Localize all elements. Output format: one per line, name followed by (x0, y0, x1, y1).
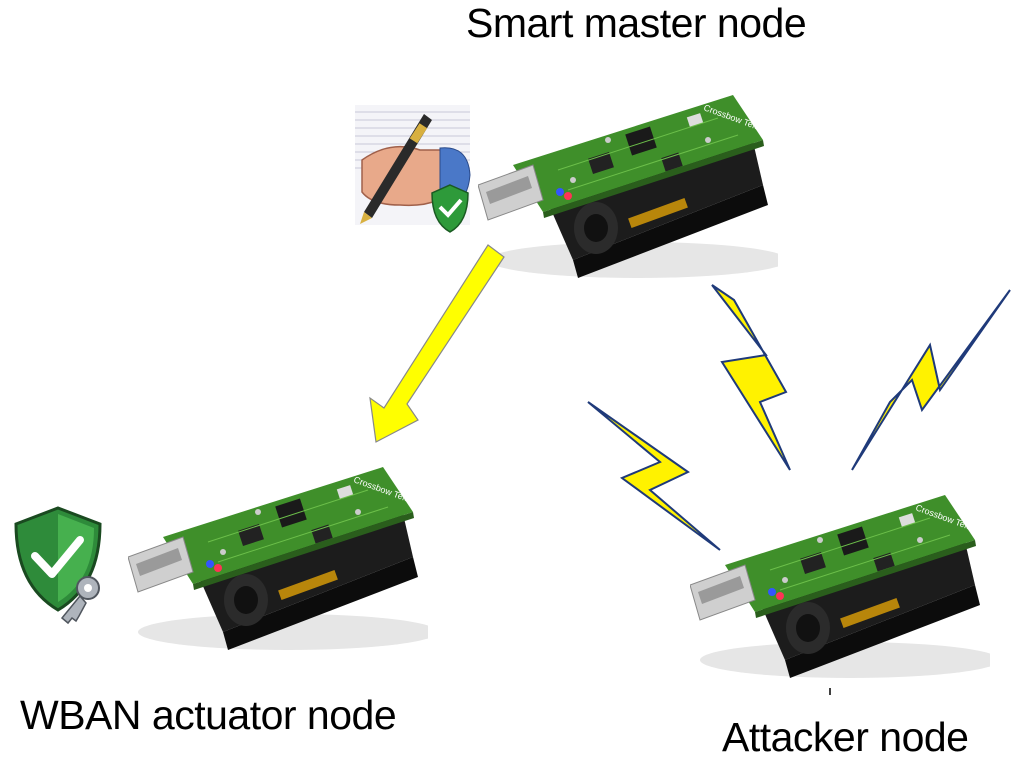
attacker-node-board: Crossbow Telos (690, 494, 990, 679)
actuator-node-label: WBAN actuator node (20, 692, 397, 738)
signature-pen-shield-icon (355, 105, 471, 233)
lightning-bolt-icon (851, 289, 1011, 471)
shield-key-icon (14, 506, 102, 625)
master-node-label: Smart master node (466, 0, 807, 46)
master-node-board: Crossbow Telos (478, 94, 778, 279)
attacker-node-label: Attacker node (722, 714, 969, 760)
actuator-node-board: Crossbow Telos (128, 466, 428, 651)
lightning-bolt-icon (587, 401, 721, 551)
lightning-bolt-icon (711, 284, 791, 471)
command-arrow-icon (369, 244, 505, 443)
